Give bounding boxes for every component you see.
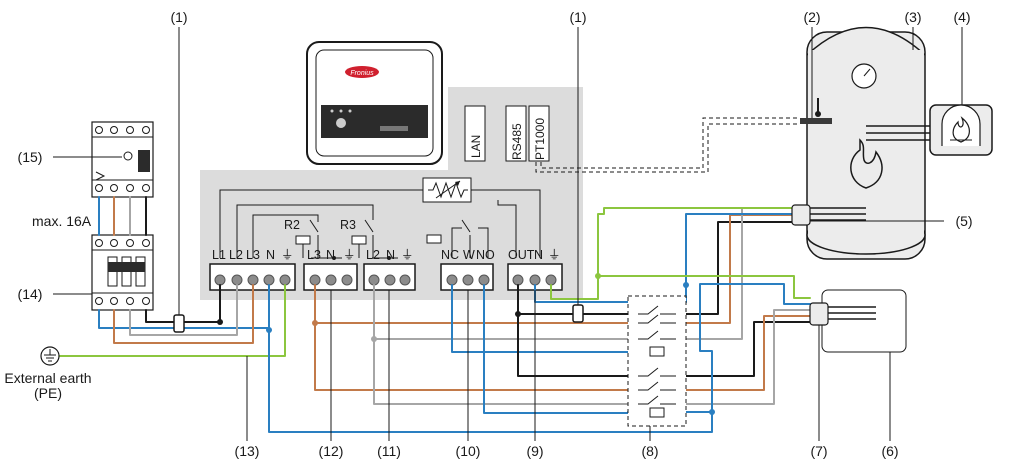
lan-label: LAN <box>469 135 483 158</box>
tank-heater-element <box>791 204 866 226</box>
callout-leaders <box>53 27 963 441</box>
burner-unit <box>866 104 993 156</box>
svg-text:⏚: ⏚ <box>401 248 414 262</box>
callout-11: (11) <box>377 443 401 459</box>
callout-4: (4) <box>953 9 970 25</box>
external-heater <box>809 289 907 353</box>
sensor-cable-inner <box>540 117 800 169</box>
terminal-group-5: OUT N ⏚ <box>508 248 561 262</box>
flame-icon <box>850 138 883 189</box>
callout-6: (6) <box>881 443 898 459</box>
svg-text:NC: NC <box>441 248 459 262</box>
pt1000-label: PT1000 <box>533 118 547 160</box>
callout-1-left: (1) <box>170 9 187 25</box>
svg-text:⏚: ⏚ <box>343 248 356 262</box>
potentiometer-icon <box>422 177 472 203</box>
callout-14: (14) <box>18 286 43 302</box>
pt1000-port <box>528 105 550 162</box>
callout-8: (8) <box>641 443 658 459</box>
fronius-device-icon: Fronius <box>306 41 443 165</box>
terminal-group-4: NC W NO <box>441 248 495 262</box>
relay-r3-label: R3 <box>340 218 356 232</box>
svg-text:N: N <box>386 248 395 262</box>
svg-text:⏚: ⏚ <box>281 248 294 262</box>
rs485-label: RS485 <box>510 123 524 160</box>
svg-text:L3: L3 <box>307 248 321 262</box>
callout-10: (10) <box>456 443 481 459</box>
svg-text:N: N <box>534 248 543 262</box>
svg-text:N: N <box>326 248 335 262</box>
ferrite-clamp-right <box>572 304 584 323</box>
thermometer-icon <box>800 98 832 124</box>
water-tank <box>806 26 926 260</box>
svg-text:L2: L2 <box>366 248 380 262</box>
earth-label-pe: (PE) <box>34 385 62 401</box>
svg-text:N: N <box>266 248 275 262</box>
earth-symbol-icon <box>40 346 60 366</box>
svg-text:L2: L2 <box>229 248 243 262</box>
svg-text:L1: L1 <box>212 248 226 262</box>
contactor-box <box>627 295 687 427</box>
ferrite-clamp-left <box>173 314 185 333</box>
svg-text:OUT: OUT <box>508 248 535 262</box>
logo-mark <box>345 66 379 78</box>
terminal-group-2: L3 N ⏚ <box>307 248 356 262</box>
callout-9: (9) <box>526 443 543 459</box>
svg-text:L3: L3 <box>246 248 260 262</box>
terminal-blocks <box>209 263 563 291</box>
rs485-port <box>505 105 527 162</box>
earth-label: External earth <box>4 370 91 386</box>
svg-text:NO: NO <box>476 248 495 262</box>
callout-5: (5) <box>955 213 972 229</box>
rcd-device <box>91 121 154 198</box>
callout-7: (7) <box>810 443 827 459</box>
callout-15: (15) <box>18 149 43 165</box>
callout-12: (12) <box>319 443 344 459</box>
max-current-label: max. 16A <box>32 213 92 229</box>
logo-text: Fronius <box>350 70 374 77</box>
internal-wiring <box>219 189 541 260</box>
svg-text:W: W <box>463 248 475 262</box>
sensor-cable-outer <box>535 123 800 173</box>
callout-2: (2) <box>803 9 820 25</box>
terminal-group-3: L2 N ⏚ <box>366 248 414 262</box>
callout-1-right: (1) <box>569 9 586 25</box>
callout-13: (13) <box>235 443 260 459</box>
mcb-device <box>91 234 154 311</box>
callout-3: (3) <box>904 9 921 25</box>
lan-port <box>464 105 486 162</box>
relay-r2-label: R2 <box>284 218 300 232</box>
terminal-group-1: L1 L2 L3 N ⏚ <box>212 248 294 262</box>
svg-text:⏚: ⏚ <box>548 248 561 262</box>
